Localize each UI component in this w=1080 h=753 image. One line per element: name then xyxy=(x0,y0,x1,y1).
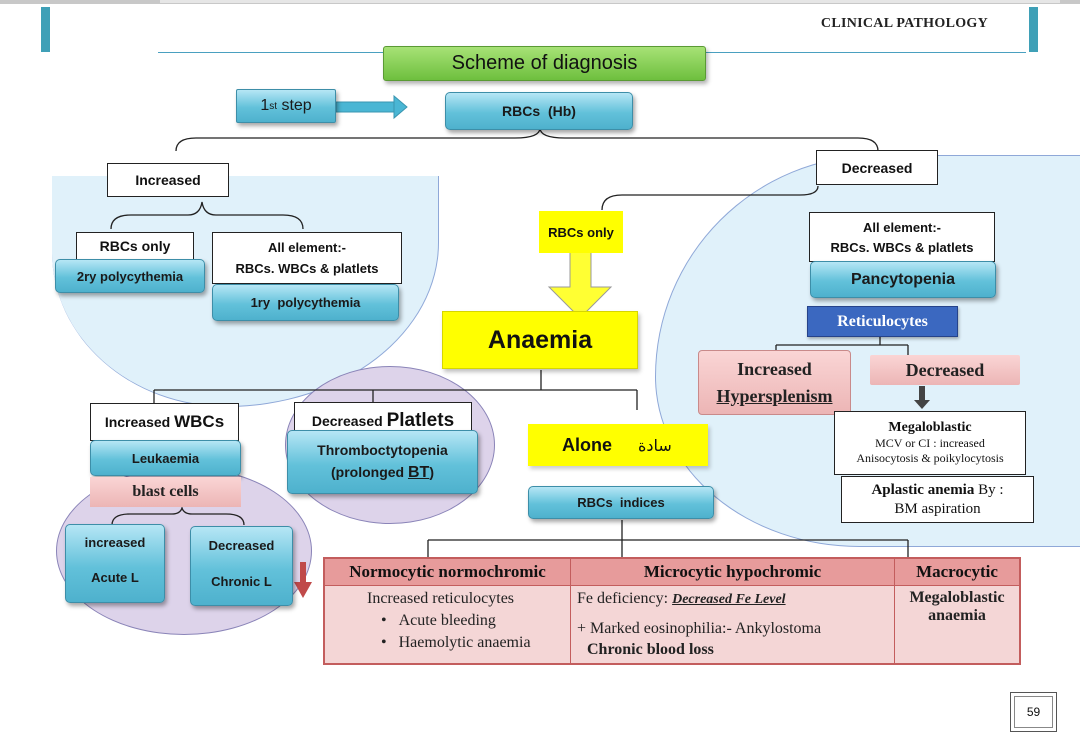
acute-leukaemia-box: increased Acute L xyxy=(65,524,165,603)
first-step-ordinal: st xyxy=(269,100,277,112)
bt-label: BT xyxy=(408,464,430,481)
alone-arabic: سادة xyxy=(638,435,672,455)
aplastic-box: Aplastic anemia By : BM aspiration xyxy=(841,476,1034,523)
page-number: 59 xyxy=(1010,692,1057,732)
thrombocytopenia-box: Thromboctytopenia (prolonged BT) xyxy=(287,430,478,494)
hypersplenism-label: Hypersplenism xyxy=(716,385,833,406)
prolonged-close: ) xyxy=(429,464,434,480)
all-element-increased-line2: RBCs. WBCs & platlets xyxy=(235,261,379,276)
decreased-platelets-word: Platlets xyxy=(386,409,455,431)
increased-wbcs-prefix: Increased xyxy=(104,414,175,430)
all-element-decreased-line1: All element:- xyxy=(862,219,941,235)
blast-brace xyxy=(111,505,245,526)
title-rule-right xyxy=(706,52,1026,53)
all-element-increased: All element:- RBCs. WBCs & platlets xyxy=(212,232,402,284)
alone-box: Alone سادة xyxy=(528,424,708,466)
decreased-label: Decreased xyxy=(816,150,938,185)
table-cell-normocytic: Increased reticulocytes •Acute bleeding … xyxy=(325,586,571,663)
table-cell-microcytic: Fe deficiency: Decreased Fe Level + Mark… xyxy=(571,586,895,663)
thrombocytopenia-label: Thromboctytopenia xyxy=(317,442,448,458)
chronic-label: Chronic L xyxy=(211,574,272,589)
decreased-brace xyxy=(601,185,819,211)
chronic-blood-loss-text: Chronic blood loss xyxy=(587,641,714,658)
pancytopenia-box: Pancytopenia xyxy=(810,261,996,298)
table-header-microcytic: Microcytic hypochromic xyxy=(571,559,895,586)
rbcs-only-decreased: RBCs only xyxy=(539,211,623,253)
all-element-increased-line1: All element:- xyxy=(267,240,346,255)
megaloblastic-title: Megaloblastic xyxy=(888,420,972,435)
alone-label: Alone xyxy=(562,434,613,455)
red-down-arrow xyxy=(294,562,312,598)
normocytic-bullet-1: •Acute bleeding xyxy=(381,612,496,629)
first-step-text: step xyxy=(277,97,312,114)
retic-increased-label: Increased xyxy=(737,358,812,379)
table-cell-macrocytic: Megaloblastic anaemia xyxy=(895,586,1019,663)
reticulocytes-box: Reticulocytes xyxy=(807,306,958,337)
prolonged-label: (prolonged xyxy=(331,464,408,480)
retic-branch xyxy=(775,337,909,356)
normocytic-reticulocytes: Increased reticulocytes xyxy=(367,590,515,607)
fe-prefix: Fe deficiency: xyxy=(577,590,673,607)
anaemia-branch xyxy=(153,370,638,410)
increased-label: Increased xyxy=(107,163,229,197)
aplastic-bm: BM aspiration xyxy=(894,500,981,517)
increased-wbcs-box: Increased WBCs xyxy=(90,403,239,441)
normocytic-bullet-2: •Haemolytic anaemia xyxy=(381,634,531,651)
aplastic-by: By : xyxy=(974,481,1004,498)
acute-bleeding-text: Acute bleeding xyxy=(398,612,496,629)
top-brace xyxy=(175,127,879,152)
megaloblastic-down-arrowhead xyxy=(914,400,930,409)
left-margin-bar xyxy=(41,7,50,52)
decreased-platelets-prefix: Decreased xyxy=(311,412,387,429)
retic-decreased-box: Decreased xyxy=(870,355,1020,385)
scheme-title: Scheme of diagnosis xyxy=(383,46,706,81)
top-border-accent xyxy=(160,0,1060,3)
megaloblastic-down-arrow xyxy=(919,386,925,405)
fe-deficiency: Fe deficiency: Decreased Fe Level xyxy=(577,590,786,608)
acute-label: Acute L xyxy=(91,570,139,585)
megaloblastic-aniso: Anisocytosis & poikylocytosis xyxy=(856,451,1004,465)
retic-increased-box: Increased Hypersplenism xyxy=(698,350,851,415)
indices-branch xyxy=(427,520,909,557)
rbcs-only-increased: RBCs only xyxy=(76,232,194,260)
step-arrow xyxy=(335,94,408,120)
eosinophilia-text: + Marked eosinophilia:- Ankylostoma xyxy=(577,620,822,637)
chronic-decreased-label: Decreased xyxy=(208,538,275,553)
increased-brace xyxy=(110,201,304,230)
right-margin-bar xyxy=(1029,7,1038,52)
all-element-decreased: All element:- RBCs. WBCs & platlets xyxy=(809,212,995,262)
chronic-leukaemia-box: Decreased Chronic L xyxy=(190,526,293,606)
title-rule-left xyxy=(158,52,384,53)
header-title: CLINICAL PATHOLOGY xyxy=(820,16,988,31)
haemolytic-text: Haemolytic anaemia xyxy=(398,634,531,651)
all-element-decreased-line2: RBCs. WBCs & platlets xyxy=(830,239,974,255)
anaemia-box: Anaemia xyxy=(442,311,638,369)
fe-detail: Decreased Fe Level xyxy=(672,592,786,607)
first-step-number: 1 xyxy=(260,97,270,114)
rbcs-indices-box: RBCs indices xyxy=(528,486,714,519)
secondary-polycythemia: 2ry polycythemia xyxy=(55,259,205,293)
leukaemia-box: Leukaemia xyxy=(90,440,241,476)
megaloblastic-mcv: MCV or CI : increased xyxy=(875,436,985,450)
increased-wbcs-word: WBCs xyxy=(174,412,225,431)
table-header-macrocytic: Macrocytic xyxy=(895,559,1019,586)
megaloblastic-box: Megaloblastic MCV or CI : increased Anis… xyxy=(834,411,1026,475)
table-header-normocytic: Normocytic normochromic xyxy=(325,559,571,586)
rbcs-hb-box: RBCs (Hb) xyxy=(445,92,633,130)
indices-table: Normocytic normochromic Microcytic hypoc… xyxy=(323,557,1021,665)
primary-polycythemia: 1ry polycythemia xyxy=(212,284,399,321)
macrocytic-line1: Megaloblastic xyxy=(909,589,1005,606)
blast-cells-box: blast cells xyxy=(90,477,241,507)
acute-increased-label: increased xyxy=(84,535,146,550)
macrocytic-line2: anaemia xyxy=(928,607,986,624)
aplastic-title: Aplastic anemia xyxy=(871,481,975,498)
